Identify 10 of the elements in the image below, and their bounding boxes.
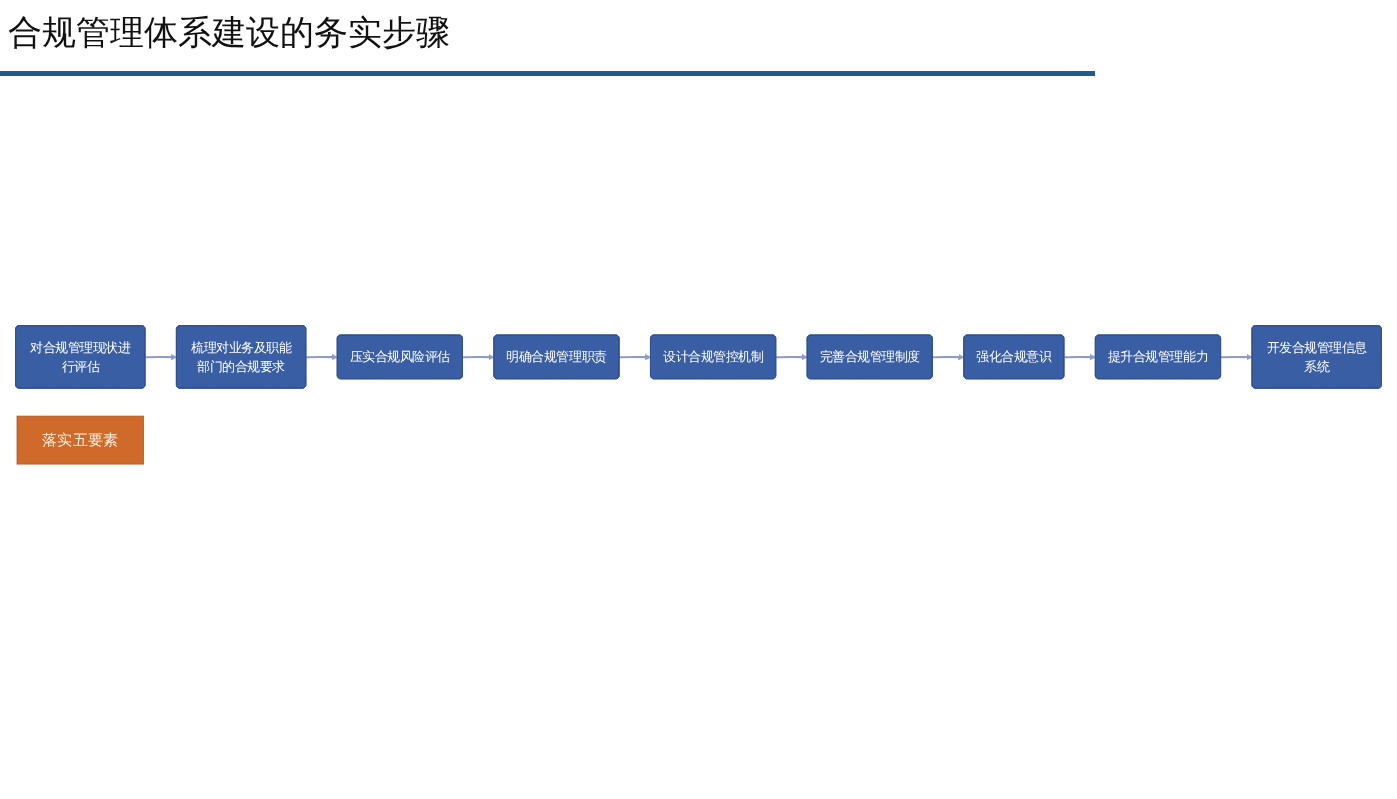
node-box: 落实五要素 [16, 415, 144, 465]
arrow [1064, 354, 1096, 361]
arrow [1220, 354, 1253, 361]
arrow [462, 354, 495, 361]
arrow [306, 354, 338, 361]
arrow [619, 354, 652, 361]
arrow [145, 354, 177, 361]
arrow [932, 354, 965, 361]
arrow [776, 354, 808, 361]
title: 合规管理体系建设的务实步骤 [8, 11, 450, 54]
